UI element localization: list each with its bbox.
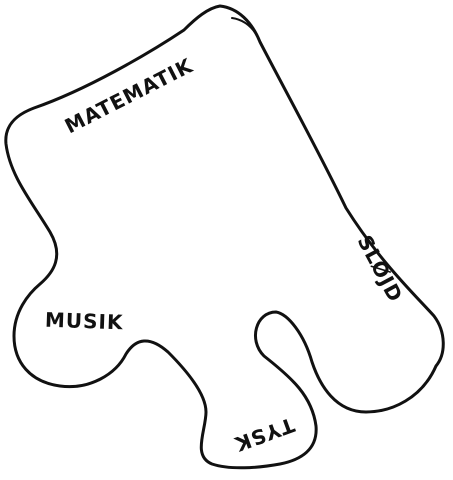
label-musik: MUSIK [45, 308, 125, 335]
label-matematik: MATEMATIK [61, 53, 198, 138]
label-tysk: TYSK [231, 413, 298, 457]
label-slojd: SLØJD [353, 231, 408, 306]
